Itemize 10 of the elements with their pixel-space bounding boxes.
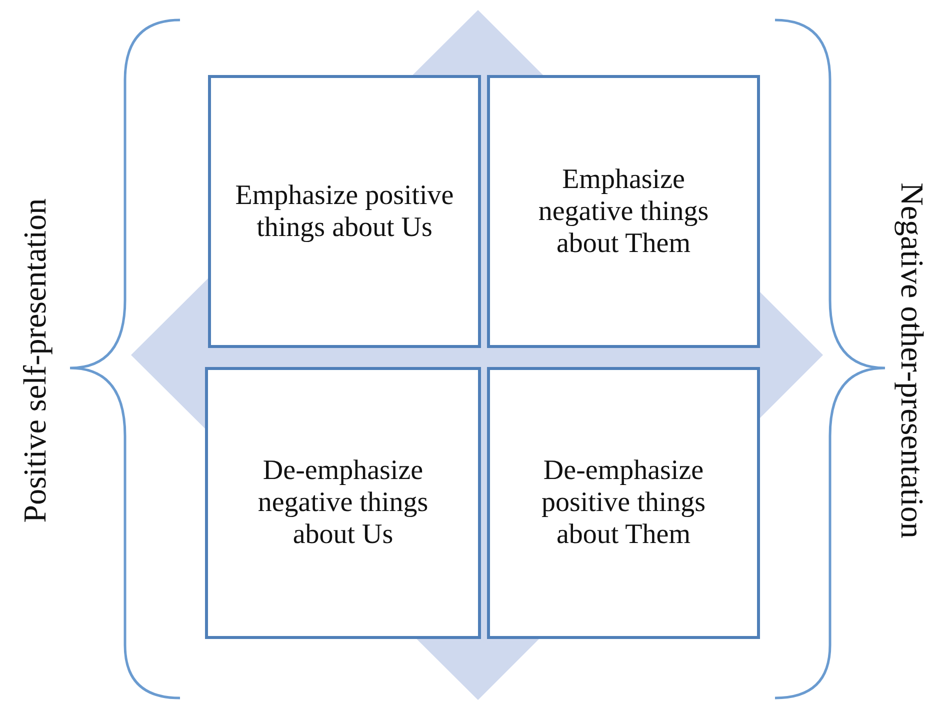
quadrant-box — [208, 75, 481, 348]
quadrant-box — [205, 367, 481, 639]
quadrant-text: Emphasize negative things about Them — [537, 164, 710, 260]
quadrant-box — [487, 75, 760, 348]
side-label: Positive self-presentation — [16, 198, 54, 522]
quadrant-text: Emphasize positive things about Us — [234, 180, 454, 244]
side-label: Negative other-presentation — [893, 182, 930, 538]
quadrant-text: De-emphasize positive things about Them — [540, 455, 707, 551]
quadrant-text: De-emphasize negative things about Us — [256, 455, 430, 551]
quadrant-box — [487, 367, 760, 639]
